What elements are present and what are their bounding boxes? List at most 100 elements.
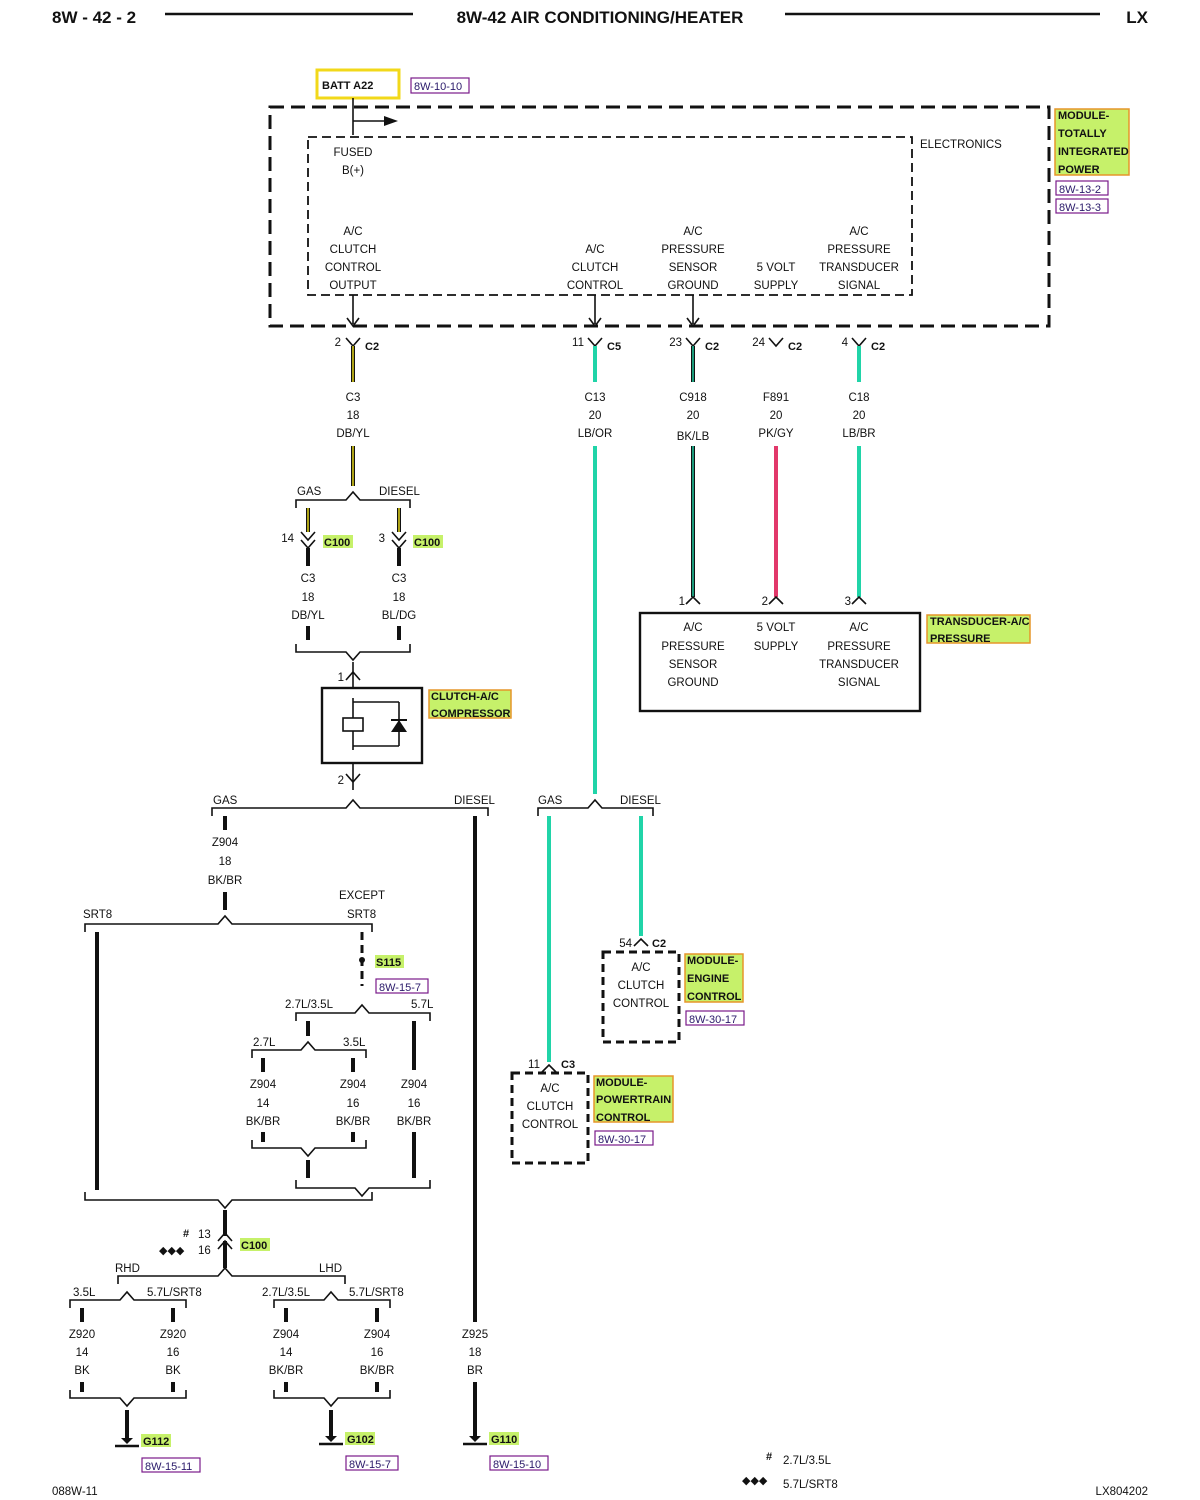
wire-gauge: 18 [219, 856, 232, 868]
rhd-engine-bracket [69, 1290, 187, 1308]
wire-gauge: 20 [853, 410, 866, 422]
batt-label: BATT A22 [322, 80, 373, 92]
legend-diamond-label: 5.7L/SRT8 [783, 1479, 838, 1491]
ground-ref-link[interactable]: 8W-15-11 [145, 1461, 192, 1473]
c100-label-box [413, 535, 443, 548]
splice-s115-dot [359, 957, 365, 963]
electronics-label: ELECTRONICS [920, 139, 1002, 151]
pin-label-psg-1: A/C [683, 226, 702, 238]
pin-label-5v-2: SUPPLY [754, 280, 799, 292]
pin-label-psg-2: PRESSURE [661, 244, 725, 256]
legend-hash: # [766, 1451, 772, 1463]
batt-ref-link[interactable]: 8W-10-10 [414, 81, 462, 93]
transducer-label: TRANSDUCER [819, 659, 899, 671]
ecm-ref-link[interactable]: 8W-30-17 [689, 1014, 737, 1026]
wire-color: BK/BR [208, 875, 243, 887]
wire-circuit: Z904 [401, 1079, 428, 1091]
ground-ref-box[interactable] [345, 1455, 399, 1471]
wire-color: BK/BR [246, 1116, 281, 1128]
pcm-pin: 11 [528, 1059, 540, 1071]
rhd-lhd-bracket [117, 1266, 346, 1284]
wire-gauge: 20 [589, 410, 602, 422]
ground-label-box [345, 1432, 375, 1445]
pin-label-acc-out-4: OUTPUT [329, 280, 376, 292]
pcm-name-3: CONTROL [596, 1112, 651, 1124]
connector-id: C5 [607, 341, 621, 353]
wire-color: BK/BR [360, 1365, 395, 1377]
c100-connector-gas: C100 [324, 537, 350, 549]
c100-terminal-diesel [391, 531, 407, 550]
splice-ref-link[interactable]: 8W-15-7 [379, 982, 421, 994]
connector-id: C2 [365, 341, 379, 353]
connector-terminal [851, 337, 867, 348]
wire-gauge: 14 [280, 1347, 293, 1359]
wire-circuit: Z925 [462, 1329, 488, 1341]
c13-gas-diesel-bracket [537, 798, 654, 816]
wire-circuit: C18 [848, 392, 869, 404]
ground-ref-box[interactable] [489, 1455, 549, 1471]
ground-label: G110 [491, 1434, 517, 1446]
transducer-terminal-2 [768, 595, 784, 605]
tipm-ref-link-2[interactable]: 8W-13-3 [1059, 202, 1101, 214]
rhd-engine-a: 3.5L [73, 1287, 96, 1299]
pin-arrow-acc [588, 295, 602, 328]
transducer-label: GROUND [667, 677, 718, 689]
ecm-ref-box[interactable] [685, 1010, 745, 1026]
engine-merge-bracket [295, 1180, 431, 1198]
pin-label-acc-out-2: CLUTCH [330, 244, 377, 256]
split-gas-label: GAS [297, 486, 322, 498]
splice-ref-box[interactable] [375, 978, 429, 994]
page-number: 8W - 42 - 2 [52, 8, 136, 27]
ecm-terminal [633, 937, 649, 947]
connector-terminal [685, 337, 701, 348]
ground-arrow-icon [325, 1436, 337, 1442]
transducer-label: A/C [849, 622, 868, 634]
wire-color: BK/LB [677, 431, 710, 443]
engine-27-35-merge [251, 1140, 367, 1158]
connector-id: C2 [871, 341, 885, 353]
clutch-name-2: COMPRESSOR [431, 708, 511, 720]
pcm-box [510, 1071, 590, 1165]
c100-bottom-label: C100 [241, 1240, 267, 1252]
footer-right: LX804202 [1096, 1486, 1148, 1498]
clutch-coil-diode-icon [342, 698, 407, 750]
tipm-ref-link-1[interactable]: 8W-13-2 [1059, 184, 1101, 196]
pin-label-pts-2: PRESSURE [827, 244, 891, 256]
fuse-arrow-icon [384, 116, 398, 126]
ecm-box [601, 950, 681, 1044]
pin-label-psg-4: GROUND [667, 280, 718, 292]
ground-label: G112 [143, 1436, 169, 1448]
pcm-pin-label: A/C [540, 1083, 559, 1095]
connector-terminal [587, 337, 603, 348]
batt-label-box [315, 68, 401, 100]
pin-label-5v-1: 5 VOLT [757, 262, 796, 274]
ground-ref-link[interactable]: 8W-15-7 [349, 1459, 391, 1471]
engine-split-bracket [295, 1003, 431, 1021]
srt8-label: SRT8 [83, 909, 112, 921]
pin-number: 24 [752, 337, 765, 349]
wire-circuit: C3 [346, 392, 361, 404]
pcm-ref-box[interactable] [594, 1130, 654, 1146]
transducer-terminal-3 [851, 595, 867, 605]
wire-circuit: Z904 [250, 1079, 277, 1091]
pcm-connector: C3 [561, 1059, 575, 1071]
batt-ref-box[interactable] [410, 77, 470, 94]
tipm-ref-box-2[interactable] [1055, 198, 1109, 214]
wire-color: DB/YL [336, 428, 370, 440]
ground-ref-link[interactable]: 8W-15-10 [493, 1459, 541, 1471]
wire-gauge: 18 [393, 592, 406, 604]
tipm-ref-box-1[interactable] [1055, 180, 1109, 196]
clutch-pin-top: 1 [338, 672, 344, 684]
ground-ref-box[interactable] [141, 1457, 201, 1473]
tipm-electronics-outline [307, 136, 913, 296]
pin-label-acc-1: A/C [585, 244, 604, 256]
legend-hash-symbol: # [183, 1228, 189, 1240]
model-code: LX [1126, 8, 1148, 27]
fused-label-1: FUSED [334, 147, 373, 159]
wire-circuit: Z904 [212, 837, 239, 849]
wire-gauge: 14 [257, 1098, 270, 1110]
pcm-ref-link[interactable]: 8W-30-17 [598, 1134, 646, 1146]
wire-gauge: 16 [347, 1098, 360, 1110]
c100-pin-gas: 14 [281, 533, 294, 545]
